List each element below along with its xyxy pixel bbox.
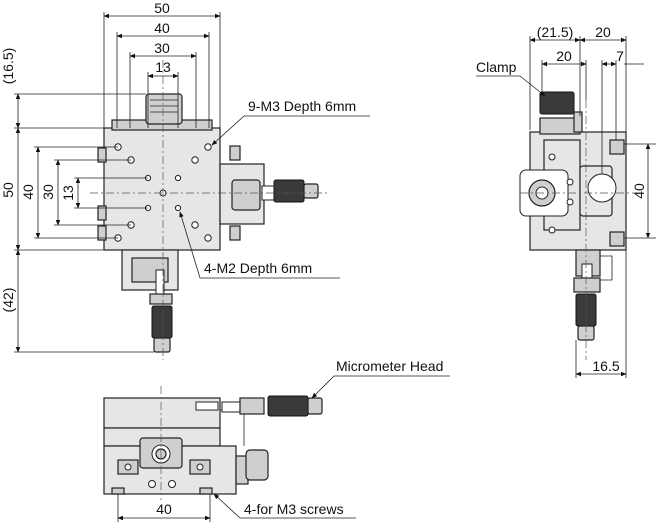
callout-clamp: Clamp	[476, 59, 517, 75]
plan-vertical-dimensions: (16.5) 50 40 30 13 (42)	[0, 48, 154, 353]
dim-21-5-side: (21.5)	[537, 24, 574, 40]
side-tab	[97, 205, 107, 221]
callout-m3-screws: 4-for M3 screws	[244, 501, 344, 517]
plan-view	[90, 60, 330, 360]
side-dimensions: (21.5) 20 20 7 40 16.5 Clamp	[476, 24, 656, 378]
plan-horizontal-dimensions: 50 40 30 13	[103, 0, 221, 128]
micrometer-head	[267, 395, 309, 417]
mounting-holes	[114, 143, 212, 242]
callout-micrometer-head: Micrometer Head	[336, 358, 443, 374]
dim-13-left: 13	[60, 185, 76, 201]
dim-30-left: 30	[40, 184, 56, 200]
side-view	[519, 91, 640, 360]
dim-16-5-side: 16.5	[592, 358, 619, 374]
dim-30-top: 30	[154, 40, 170, 56]
dim-40-front: 40	[156, 501, 172, 517]
dim-40-left: 40	[20, 184, 36, 200]
clamp-knob	[539, 91, 575, 115]
dim-50-top: 50	[154, 0, 170, 16]
front-dimensions: 40 Micrometer Head 4-for M3 screws	[117, 358, 450, 522]
bottom-micrometer-thimble	[151, 305, 173, 339]
dim-13-top: 13	[155, 59, 171, 75]
micrometer-axis	[587, 173, 617, 203]
dim-50-left: 50	[0, 182, 16, 198]
dim-7-side: 7	[616, 48, 624, 64]
side-tab	[97, 147, 107, 163]
brand-plate	[195, 401, 219, 411]
stage-body	[103, 127, 221, 251]
front-view	[103, 386, 323, 500]
dim-20-side: 20	[556, 48, 572, 64]
micrometer-thimble	[273, 179, 305, 203]
callout-4-m2: 4-M2 Depth 6mm	[204, 260, 312, 276]
dim-42-left: (42)	[0, 288, 16, 313]
plan-callouts: 9-M3 Depth 6mm 4-M2 Depth 6mm	[179, 98, 370, 279]
dim-16-5-left: (16.5)	[0, 48, 16, 85]
dim-40-side: 40	[631, 183, 647, 199]
side-tab	[229, 225, 241, 241]
dim-40-top: 40	[154, 20, 170, 36]
callout-9-m3: 9-M3 Depth 6mm	[248, 98, 356, 114]
top-clamp-knob	[145, 93, 183, 125]
side-tab	[229, 145, 241, 161]
dim-20-side-top: 20	[595, 24, 611, 40]
front-clamp-knob	[245, 449, 269, 481]
side-tab	[97, 225, 107, 241]
